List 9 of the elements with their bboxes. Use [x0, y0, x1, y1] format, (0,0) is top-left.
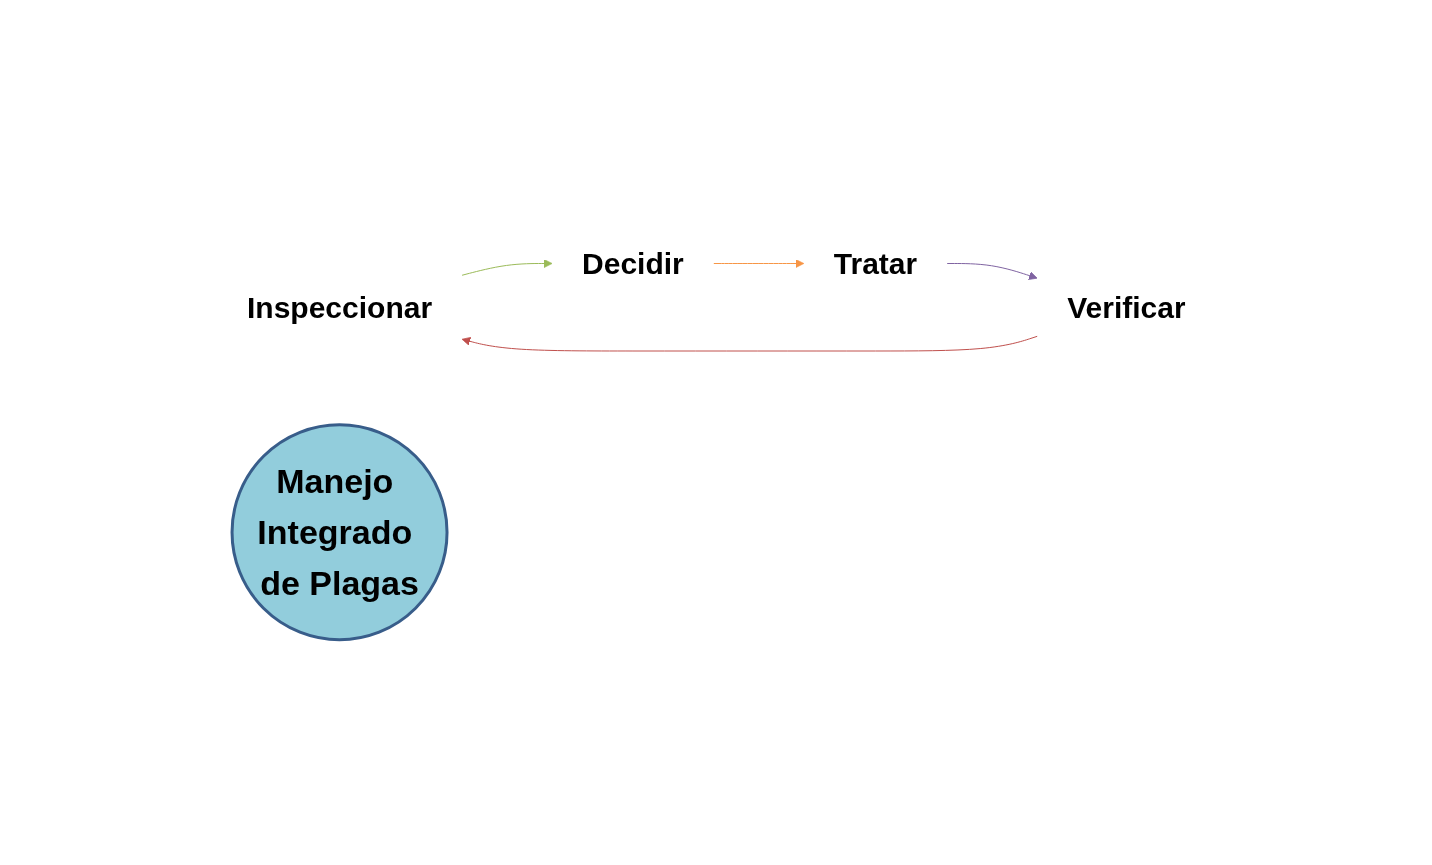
node-circle: Manejo Integrado de Plagas [230, 422, 449, 641]
node-text: Decidir [581, 246, 684, 280]
arrow [461, 258, 553, 276]
node-text: Tratar [833, 246, 917, 280]
node-text: Verificar [1066, 290, 1186, 324]
arrow [461, 335, 1038, 352]
arrow [713, 258, 804, 268]
arrow [946, 262, 1038, 280]
node-text: Inspeccionar [246, 290, 432, 324]
